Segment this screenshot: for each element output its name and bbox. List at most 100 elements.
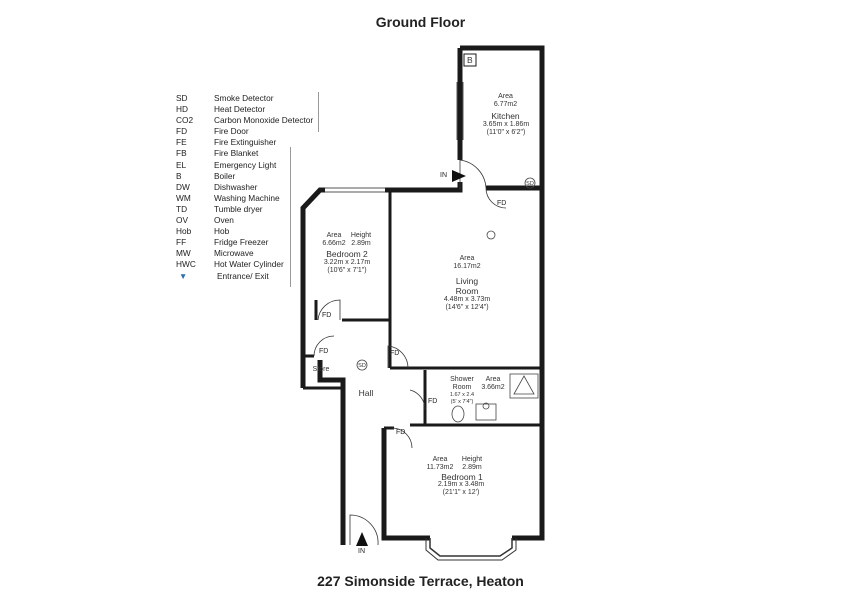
legend-abbr: CO2 xyxy=(176,115,194,126)
fire-door-label: FD xyxy=(428,398,438,405)
entrance-arrow-icon xyxy=(356,532,368,546)
door-store xyxy=(313,335,335,357)
smoke-detector-label: SD xyxy=(526,181,534,187)
legend-abbr: DW xyxy=(176,181,190,192)
boiler-icon xyxy=(463,53,477,67)
bay-window xyxy=(429,538,513,557)
door-bedroom2 xyxy=(317,299,341,321)
legend-desc: Carbon Monoxide Detector xyxy=(214,115,314,126)
door-in-bottom xyxy=(349,514,379,546)
basin-icon xyxy=(475,403,497,421)
smoke-detector-icon xyxy=(524,177,536,189)
legend-desc: Entrance/ Exit xyxy=(217,270,269,281)
shower-tray-icon xyxy=(509,373,539,399)
living-dims: 4.48m x 3.73m(14'6" x 12'4") xyxy=(443,296,491,311)
legend-desc: Hot Water Cylinder xyxy=(214,259,284,270)
legend-desc: Emergency Light xyxy=(214,159,277,170)
kitchen-dims: 3.65m x 1.86m(11'0" x 6'2") xyxy=(482,121,530,136)
legend-row: DW Dishwasher xyxy=(176,182,325,193)
door-shower xyxy=(409,389,426,411)
smoke-detector-label: SD xyxy=(358,363,366,369)
legend-desc: Smoke Detector xyxy=(214,93,274,103)
legend-divider xyxy=(318,92,319,132)
legend-abbr: EL xyxy=(176,159,187,170)
inner-walls xyxy=(303,190,542,430)
plan-title: Ground Floor xyxy=(375,14,466,30)
legend-abbr: HD xyxy=(176,104,188,115)
legend-abbr: FB xyxy=(176,148,187,159)
legend-row: MW Microwave xyxy=(176,248,325,259)
smoke-detector-icon xyxy=(486,230,496,240)
fire-door-label: FD xyxy=(322,312,332,319)
legend-abbr: MW xyxy=(176,248,191,259)
property-address: 227 Simonside Terrace, Heaton xyxy=(317,573,524,589)
door-living xyxy=(387,345,409,369)
legend-desc: Fridge Freezer xyxy=(214,237,269,248)
legend-abbr: TD xyxy=(176,203,188,214)
door-bedroom1 xyxy=(391,427,413,449)
legend-row: FE Fire Extinguisher xyxy=(176,137,325,148)
fire-door-label: FD xyxy=(497,200,507,207)
legend-abbr: FE xyxy=(176,137,187,148)
fire-door-label: FD xyxy=(319,348,329,355)
legend-abbr: Hob xyxy=(176,226,192,237)
bedroom1-name: Bedroom 1 xyxy=(441,472,483,482)
bedroom1-dims: 2.19m x 3.48m(21'1" x 12') xyxy=(437,481,485,496)
legend-row: HWC Hot Water Cylinder xyxy=(176,259,325,270)
fire-door-label: FD xyxy=(390,350,400,357)
smoke-detector-icon xyxy=(356,359,368,371)
legend-desc: Heat Detector xyxy=(214,104,266,115)
hall-left-wall xyxy=(317,360,346,545)
legend-abbr: OV xyxy=(176,215,188,226)
legend-desc: Dishwasher xyxy=(214,181,258,192)
legend-abbr: ▼ xyxy=(179,270,188,281)
entrance-label-top: IN xyxy=(440,172,447,179)
legend-row: FD Fire Door xyxy=(176,126,325,137)
legend-abbr: FF xyxy=(176,237,187,248)
legend-row: FB Fire Blanket xyxy=(176,148,325,159)
legend-desc: Washing Machine xyxy=(214,192,280,203)
store-label: Store xyxy=(312,366,330,373)
legend-abbr: FD xyxy=(176,126,188,137)
hall-label: Hall xyxy=(358,388,374,398)
legend-desc: Oven xyxy=(214,215,234,226)
legend-desc: Hob xyxy=(214,226,230,237)
door-kitchen xyxy=(485,187,507,209)
legend-desc: Microwave xyxy=(214,248,254,259)
legend-divider xyxy=(290,147,291,287)
legend-row: HD Heat Detector xyxy=(176,104,325,115)
legend-row: EL Emergency Light xyxy=(176,160,325,171)
door-in-top xyxy=(459,159,487,190)
legend-desc: Fire Blanket xyxy=(214,148,259,159)
bedroom1-bottom-wall xyxy=(381,428,430,541)
right-wall xyxy=(512,188,545,541)
legend-abbr: HWC xyxy=(176,259,196,270)
legend-desc: Fire Extinguisher xyxy=(214,137,277,148)
fixtures xyxy=(356,177,539,423)
toilet-icon xyxy=(451,405,465,423)
legend-row: FF Fridge Freezer xyxy=(176,237,325,248)
entrance-label-bottom: IN xyxy=(358,548,365,555)
fire-door-label: FD xyxy=(396,429,406,436)
shower-dims: 1.67 x 2.4(5' x 7'4") xyxy=(449,392,475,405)
doors xyxy=(313,159,507,546)
boiler-label: B xyxy=(467,55,473,65)
bedroom2-dims: 3.22m x 2.17m(10'6" x 7'1") xyxy=(323,259,371,274)
legend-row: OV Oven xyxy=(176,215,325,226)
north-wall xyxy=(385,182,463,193)
kitchen-name: Kitchen xyxy=(491,111,520,121)
legend-row: CO2 Carbon Monoxide Detector xyxy=(176,115,325,126)
legend-desc: Fire Door xyxy=(214,126,249,137)
entrance-arrow-icon xyxy=(452,170,466,182)
